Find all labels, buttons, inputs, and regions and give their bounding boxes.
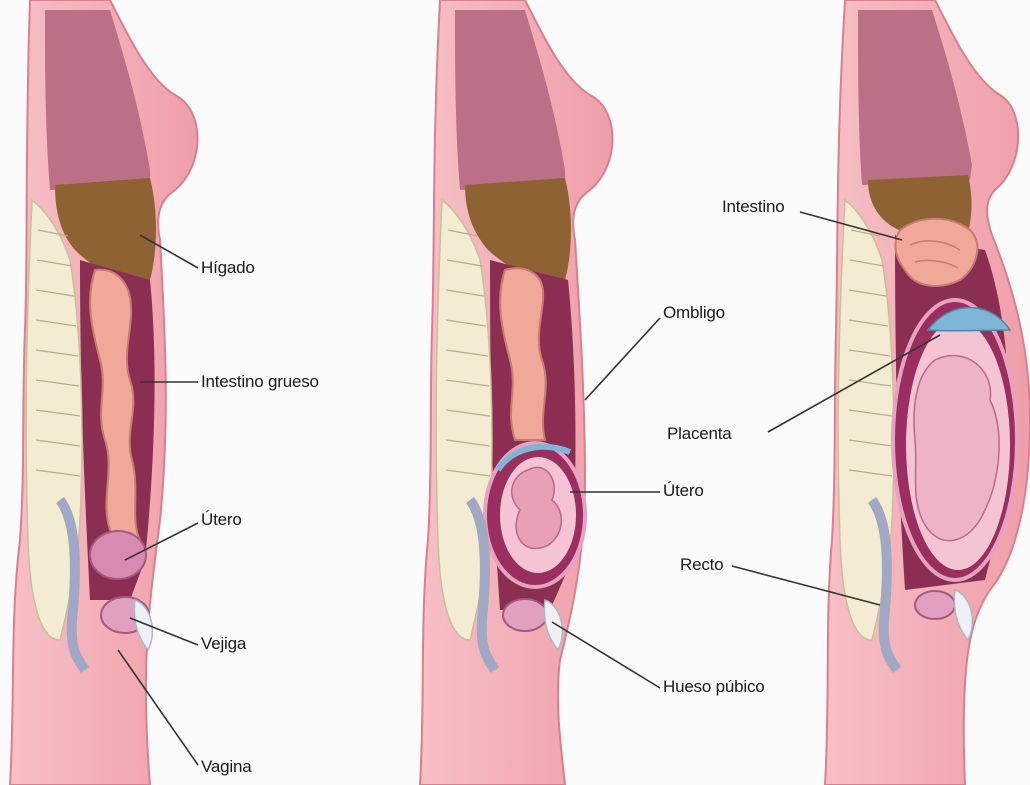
bladder	[503, 599, 547, 631]
chest-cavity	[45, 10, 150, 190]
label-higado: Hígado	[201, 258, 255, 278]
label-intestino-grueso: Intestino grueso	[201, 372, 319, 392]
label-vagina: Vagina	[201, 757, 251, 777]
chest-cavity	[858, 10, 972, 185]
leader-ombligo	[585, 318, 660, 400]
label-utero-1: Útero	[201, 510, 242, 530]
torso-mid-pregnancy	[420, 0, 613, 785]
label-hueso-pubico: Hueso púbico	[663, 677, 765, 697]
torso-non-pregnant	[10, 0, 198, 785]
label-utero-2: Útero	[663, 481, 704, 501]
bladder	[915, 591, 955, 619]
uterus-small	[90, 531, 146, 579]
chest-cavity	[455, 10, 565, 190]
label-recto: Recto	[680, 555, 723, 575]
label-ombligo: Ombligo	[663, 303, 725, 323]
label-intestino: Intestino	[722, 197, 784, 217]
label-placenta: Placenta	[667, 424, 732, 444]
label-vejiga: Vejiga	[201, 634, 246, 654]
leader-hueso-pubico	[552, 622, 660, 688]
torso-late-pregnancy	[825, 0, 1030, 785]
